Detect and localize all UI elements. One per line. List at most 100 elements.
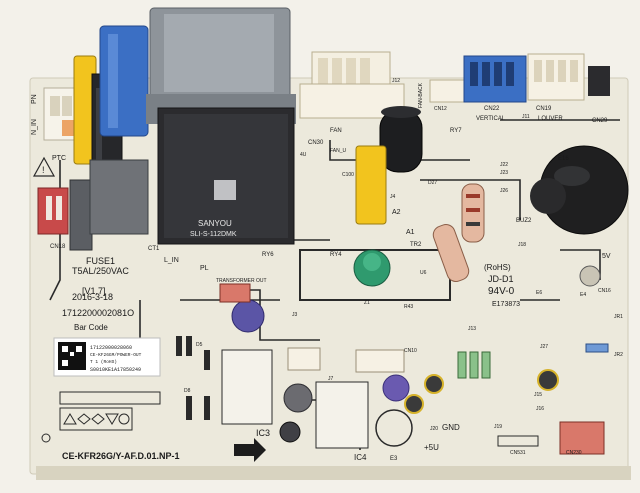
small-capacitor [279,421,301,443]
sticker-line2: CE-KF26GM/POWER-OUT [90,352,142,358]
pin-slot [534,60,542,82]
capacitor-top-mark [363,253,381,271]
label-j7: J7 [328,376,334,382]
label-buz2: BUZ2 [516,218,532,224]
label-fan-back: FAN-BACK [418,82,424,108]
small-resistor [457,351,467,379]
fuse-rating: T5AL/250VAC [72,266,129,276]
small-resistor [481,351,491,379]
label-louver: LOUVER [538,116,563,122]
board-date: 2016-3-18 [72,292,113,302]
label-cn18: CN18 [50,244,66,250]
board-serial: 1712200002081O [62,308,134,318]
diode [186,396,192,420]
label-jr1: JR1 [614,314,623,320]
cn12-connector [429,79,465,103]
barcode-label: Bar Code [74,323,108,332]
pin-slot [318,58,328,84]
buzzer-highlight [554,166,590,186]
plus5u-label: +5U [424,443,439,452]
relay-model: SLI-S-112DMK [190,231,237,238]
ul-code: JD-D1 [488,274,514,284]
v5-label: 5V [602,253,611,260]
cn530-header [497,435,539,447]
fuse-holder [89,159,149,235]
label-j16: J16 [536,406,544,412]
gnd-label: GND [442,423,460,432]
red-connector-cn229 [559,421,605,455]
sticker-line3: T 1 (RoHS) [90,359,117,365]
recycle-symbol-row [59,407,133,431]
label-d27: D27 [428,180,437,186]
label-cn10: CN10 [404,348,417,354]
small-connector-1 [287,347,321,371]
resistor-band [466,222,480,226]
warning-mark: ! [42,165,45,175]
label-ry6: RY6 [262,252,274,258]
label-j11: J11 [522,114,530,120]
terminal-slot [62,96,72,116]
power-resistor-2 [432,224,470,282]
sticker-line1: 17122000028060 [90,345,132,351]
label-j27: J27 [540,344,548,350]
label-4u: 4U [300,152,307,158]
purple-capacitor-2 [382,374,410,402]
label-cn16: CN16 [598,288,611,294]
pin-slot [332,58,342,84]
small-cap-4 [404,394,424,414]
terminal-pin [62,120,74,136]
label-a2: A2 [392,209,401,216]
relay-top [164,114,288,238]
ic3-footprint [221,349,273,425]
label-j3: J3 [292,312,298,318]
red-connector-ptc [37,187,69,235]
e3-footprint [375,409,413,447]
warning-triangle-icon [32,156,56,177]
pin-slot [506,62,514,86]
model-code: CE-KFR26G/Y-AF.D.01.NP-1 [62,451,180,461]
qr-dot [76,346,82,352]
buzzer-side [530,178,566,214]
label-j20: J20 [430,426,438,432]
label-vertical: VERTICAL [476,116,506,122]
label-j23: J23 [500,170,508,176]
capacitor-top [381,106,421,118]
diode [204,350,210,370]
label-jr2: JR2 [614,352,623,358]
label-l-in: L_IN [164,257,179,264]
relay-brand: SANYOU [198,219,232,228]
label-pn: PN [31,94,38,104]
label-ct1: CT1 [148,246,160,252]
label-ptc: PTC [52,155,66,162]
label-j22: J22 [500,162,508,168]
board-edge-shadow [36,466,631,480]
small-cap-5 [537,369,559,391]
pin-slot [346,58,356,84]
pin-slot [494,62,502,86]
label-ic3: IC3 [256,428,270,438]
qr-dot [62,360,68,366]
label-fan: FAN [330,128,342,134]
label-a1: A1 [406,229,415,236]
label-j26: J26 [500,188,508,194]
label-r43: R43 [404,304,413,310]
label-tr2: TR2 [410,242,422,248]
resistor-band [466,194,480,198]
label-d5: D5 [196,342,203,348]
arrow-marker [234,438,266,462]
connector-pin [46,196,52,220]
label-cn30: CN30 [308,140,324,146]
varistor-highlight [108,34,118,128]
purple-capacitor-1 [231,299,265,333]
label-e4: E4 [580,292,586,298]
label-j15: J15 [534,392,542,398]
blue-varistor [99,25,149,137]
pin-slot [470,62,478,86]
label-e3: E3 [390,456,398,462]
label-j18: J18 [518,242,526,248]
mounting-mark [41,433,51,443]
small-cap-3 [424,374,444,394]
label-cn29: CN29 [592,118,608,124]
pin-slot [546,60,554,82]
